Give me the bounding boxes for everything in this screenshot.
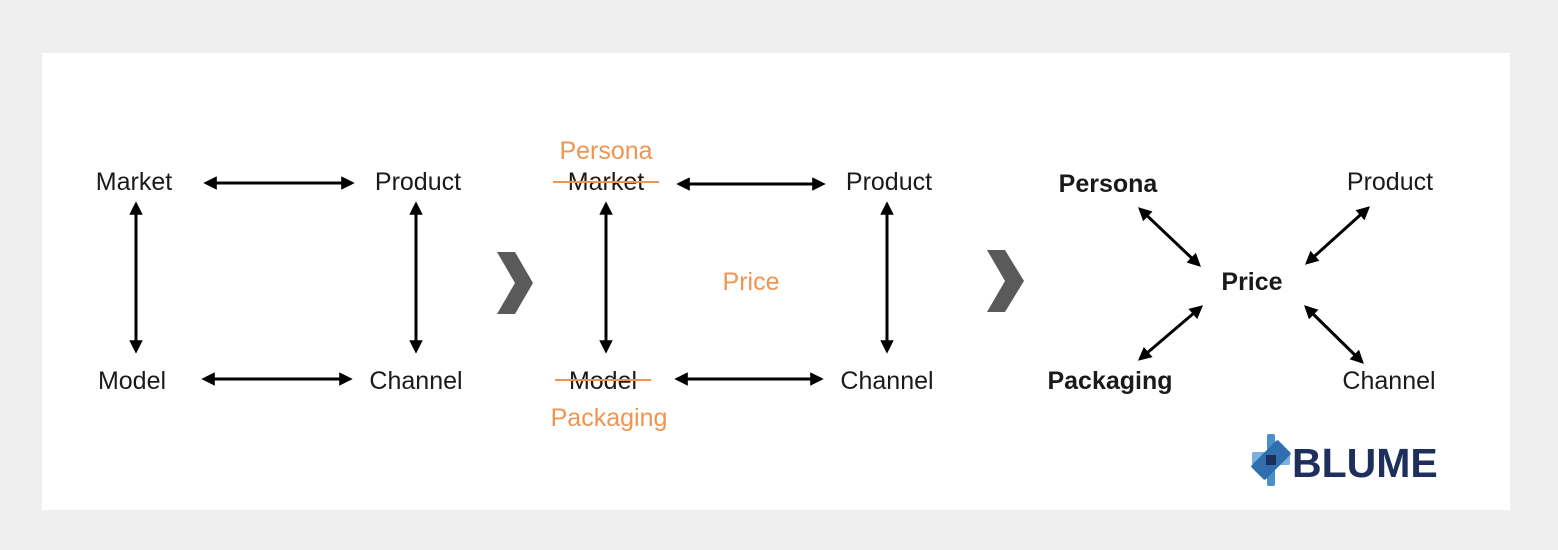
label-persona: Persona	[1059, 170, 1159, 198]
arrow-price-channel	[1304, 305, 1364, 364]
panel-2: Persona Market Product Price Model Packa…	[551, 137, 934, 432]
label-packaging: Packaging	[1047, 367, 1172, 395]
panel-3: Persona Product Price Packaging Channel	[1047, 168, 1435, 395]
label-product: Product	[846, 168, 932, 196]
arrow-price-packaging	[1137, 305, 1204, 361]
label-persona: Persona	[559, 137, 652, 165]
label-price: Price	[1221, 268, 1282, 296]
blume-wordmark: BLUME	[1292, 440, 1438, 486]
blume-logo: BLUME	[1251, 434, 1438, 486]
next-chevron-icon	[987, 250, 1024, 312]
diagram-card	[42, 53, 1510, 510]
label-channel: Channel	[369, 367, 462, 395]
label-model: Model	[98, 367, 166, 395]
label-product: Product	[1347, 168, 1433, 196]
label-market: Market	[96, 168, 172, 196]
arrow-persona-price	[1138, 207, 1201, 267]
label-channel: Channel	[840, 367, 933, 395]
blume-star-icon	[1251, 434, 1291, 486]
label-product: Product	[375, 168, 461, 196]
label-price: Price	[723, 268, 780, 296]
next-chevron-icon	[497, 252, 533, 314]
label-channel: Channel	[1342, 367, 1435, 395]
arrow-product-price	[1304, 206, 1371, 265]
panel-1: Market Product Model Channel	[96, 168, 463, 395]
label-packaging: Packaging	[551, 404, 668, 432]
